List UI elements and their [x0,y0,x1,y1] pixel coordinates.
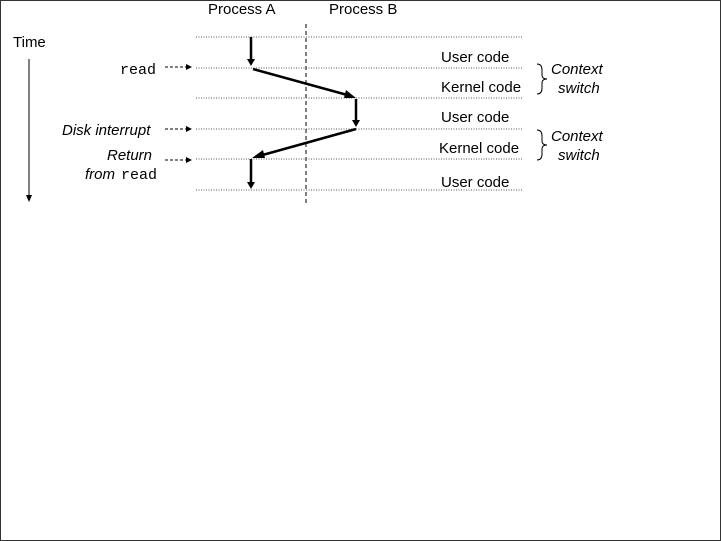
context-switch-1-line1: Context [551,61,604,78]
disk-interrupt-pointer-arrowhead [186,126,192,132]
process-a-user-arrowhead [247,59,255,66]
read-pointer-arrowhead [186,64,192,70]
segment-kernel-code-2: Kernel code [439,140,519,157]
segment-user-code-2: User code [441,109,509,126]
context-switch-2-line1: Context [551,128,604,145]
segment-user-code-3: User code [441,174,509,191]
context-switch-2-line2: switch [558,147,600,164]
switch-b-to-a-flow [258,127,357,158]
return-label: Return [107,147,152,164]
context-switch-brace-1 [536,63,548,95]
time-axis-arrowhead [26,195,32,202]
process-a-header: Process A [208,1,276,18]
context-switch-brace-2 [536,129,548,161]
process-b-user-arrowhead [352,120,360,127]
return-read-label: read [121,167,157,184]
process-a-resume-arrowhead [247,182,255,189]
segment-user-code-1: User code [441,49,509,66]
segment-kernel-code-1: Kernel code [441,79,521,96]
time-label: Time [13,34,46,51]
switch-a-to-b-arrowhead [344,90,356,98]
read-label: read [120,62,156,79]
return-from-label: from [85,166,115,183]
disk-interrupt-label: Disk interrupt [62,122,151,139]
context-switch-1-line2: switch [558,80,600,97]
switch-b-to-a-arrowhead [252,150,265,158]
switch-a-to-b-flow [252,67,352,98]
process-b-header: Process B [329,1,397,18]
return-pointer-arrowhead [186,157,192,163]
